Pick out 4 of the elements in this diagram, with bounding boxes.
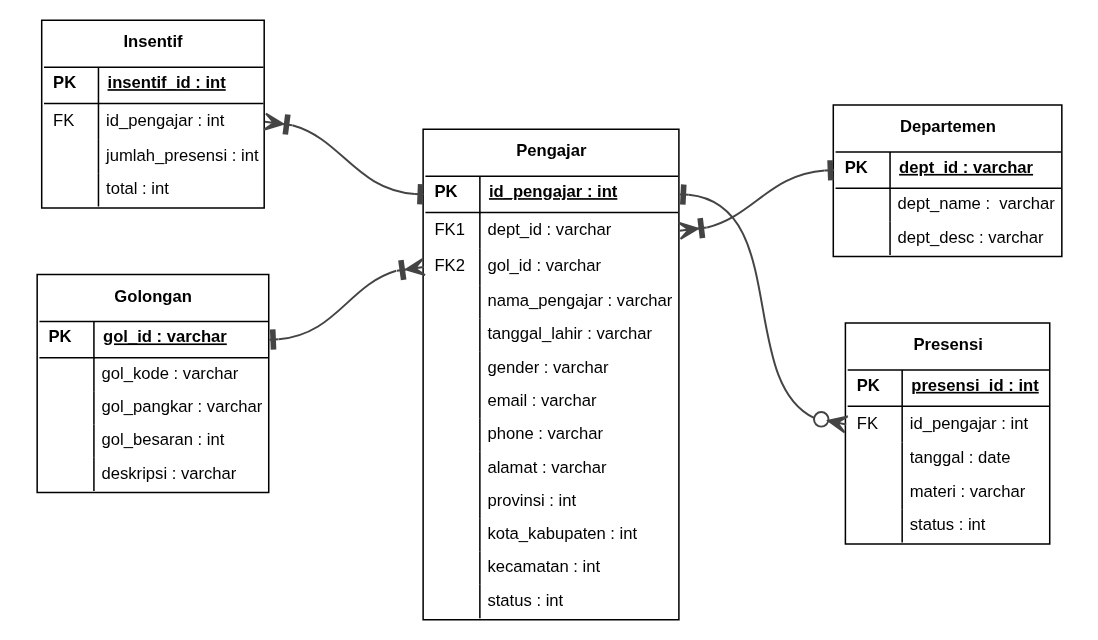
connector	[268, 257, 426, 350]
connector	[678, 184, 849, 434]
connector	[262, 112, 425, 205]
connector	[677, 160, 835, 240]
